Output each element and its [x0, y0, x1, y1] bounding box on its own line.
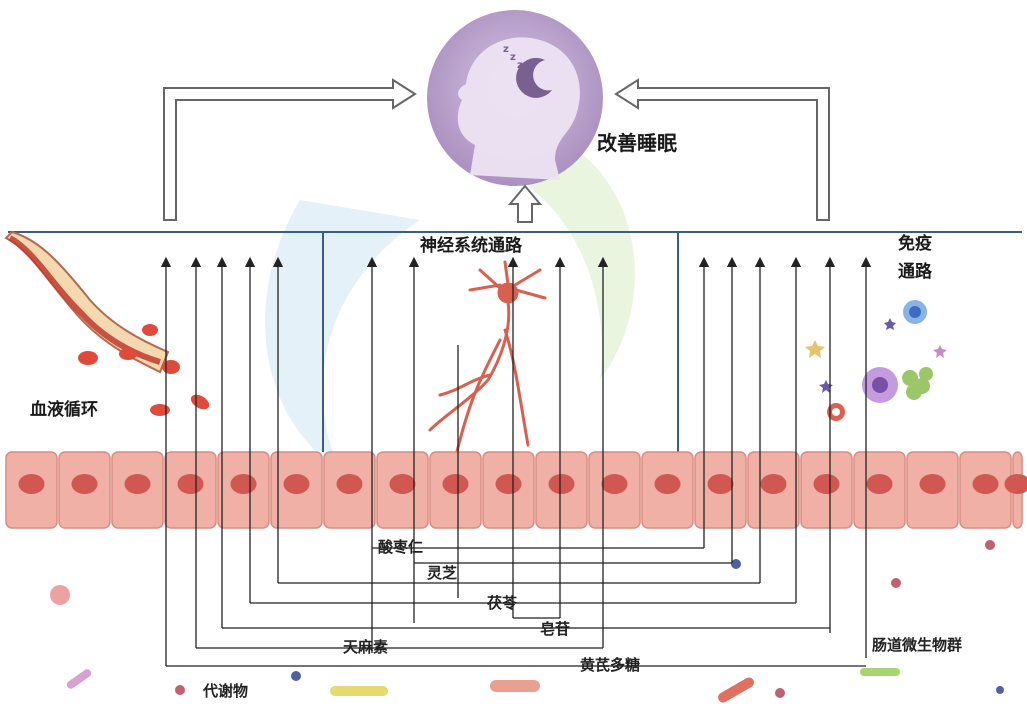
- cell-nucleus: [707, 474, 734, 494]
- blood-vessel: [4, 230, 210, 416]
- background-swirl: [265, 140, 635, 470]
- svg-text:z: z: [517, 60, 523, 71]
- label-immune-line1: 免疫: [898, 234, 932, 254]
- gut-microbes: [50, 540, 1004, 703]
- cell-nucleus: [389, 474, 416, 494]
- cell-nucleus: [1004, 474, 1027, 494]
- label-astragalus-polysaccharide: 黄芪多糖: [580, 656, 641, 674]
- moon-icon: [516, 57, 552, 98]
- cell-nucleus: [548, 474, 575, 494]
- neuron-icon: [428, 260, 547, 462]
- label-immune-line2: 通路: [898, 262, 932, 282]
- cell-nucleus: [601, 474, 628, 494]
- cell-nucleus: [866, 474, 893, 494]
- cell-nucleus: [230, 474, 257, 494]
- cell-nucleus: [124, 474, 151, 494]
- cell-nucleus: [972, 474, 999, 494]
- label-gastrodin: 天麻素: [343, 638, 389, 656]
- label-blood-circulation: 血液循环: [30, 400, 98, 420]
- cell-nucleus: [283, 474, 310, 494]
- label-nervous-pathway: 神经系统通路: [420, 236, 522, 256]
- label-poria: 茯苓: [487, 594, 518, 612]
- cell-nucleus: [442, 474, 469, 494]
- label-gut-microbiota: 肠道微生物群: [872, 636, 963, 654]
- cell-nucleus: [71, 474, 98, 494]
- cell-nucleus: [18, 474, 45, 494]
- hollow-arrow-left: [163, 78, 417, 221]
- hollow-arrow-right: [614, 78, 830, 221]
- cell-nucleus: [177, 474, 204, 494]
- cell-nucleus: [336, 474, 363, 494]
- label-improve-sleep: 改善睡眠: [597, 131, 677, 155]
- label-ganoderma: 灵芝: [427, 564, 458, 582]
- cell-nucleus: [654, 474, 681, 494]
- svg-text:z: z: [503, 44, 509, 55]
- cell-nucleus: [760, 474, 787, 494]
- label-metabolite: 代谢物: [203, 682, 249, 700]
- cell-nucleus: [495, 474, 522, 494]
- label-saponin: 皂苷: [540, 620, 571, 638]
- sleeping-head-icon: z z z: [427, 10, 603, 186]
- label-jujube-seed: 酸枣仁: [378, 538, 424, 556]
- pathway-arrows: [160, 256, 872, 667]
- svg-text:z: z: [510, 52, 516, 63]
- pathway-box: [8, 231, 1022, 452]
- cell-nucleus: [813, 474, 840, 494]
- hollow-arrow-up: [507, 184, 543, 223]
- intestinal-epithelium: [5, 451, 1027, 529]
- immune-cells: [805, 300, 947, 421]
- cell-nucleus: [919, 474, 946, 494]
